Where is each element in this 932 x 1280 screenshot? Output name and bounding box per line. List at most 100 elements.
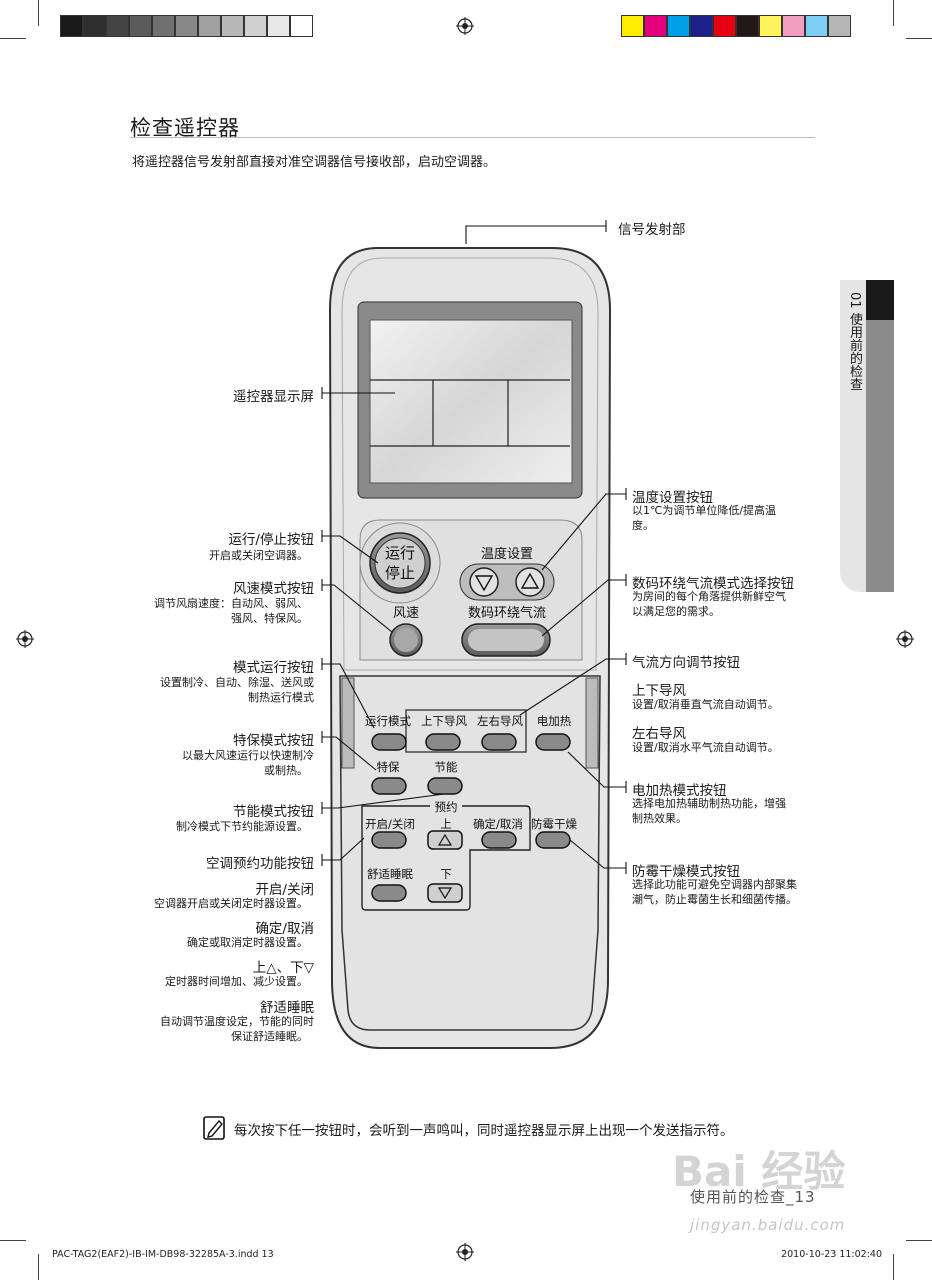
color-swatch <box>736 15 759 37</box>
callout-display: 遥控器显示屏 <box>233 389 314 405</box>
intro-text: 将遥控器信号发射部直接对准空调器信号接收部，启动空调器。 <box>132 155 497 170</box>
mode-label: 运行模式 <box>365 714 411 728</box>
heater-label: 电加热 <box>537 714 572 728</box>
crop-mark <box>893 1254 894 1280</box>
heater-button <box>535 733 571 751</box>
gray-swatch <box>129 15 152 37</box>
fan-speed-label: 风速 <box>393 606 419 621</box>
sleep-button <box>371 884 407 902</box>
leftright-label: 左右导风 <box>477 714 523 728</box>
registration-mark <box>896 630 914 648</box>
gray-swatch <box>198 15 221 37</box>
color-swatch <box>644 15 667 37</box>
turbo-button <box>371 777 407 795</box>
print-timestamp: 2010-10-23 11:02:40 <box>781 1249 882 1260</box>
page-footer: 使用前的检查_13 <box>690 1188 816 1206</box>
color-swatch <box>667 15 690 37</box>
color-swatch <box>713 15 736 37</box>
timer-label: 预约 <box>435 800 458 814</box>
temp-set-label: 温度设置 <box>481 546 533 562</box>
callout-updown-title: 上下导风 <box>632 683 686 699</box>
color-swatch <box>759 15 782 37</box>
temp-down-button <box>469 567 499 597</box>
crop-mark <box>893 0 894 26</box>
callout-updown-desc: 设置/取消垂直气流自动调节。 <box>632 698 779 711</box>
down-label: 下 <box>440 867 452 881</box>
callout-fan-desc1: 调节风扇速度：自动风、弱风、 <box>154 597 308 610</box>
gray-swatch <box>267 15 290 37</box>
callout-digital-title: 数码环绕气流模式选择按钮 <box>632 576 794 592</box>
callout-mode-desc2: 制热运行模式 <box>248 691 314 704</box>
gray-swatch <box>175 15 198 37</box>
temp-up-button <box>515 567 545 597</box>
updown-button <box>425 733 461 751</box>
callout-heater-desc2: 制热效果。 <box>632 812 687 825</box>
remote-control: 运行 停止 温度设置 风速 数码环绕气流 运行模式 上下导风 左右导风 电加热 … <box>328 247 612 1049</box>
callout-fan-title: 风速模式按钮 <box>233 581 314 597</box>
leftright-button <box>481 733 517 751</box>
digital-airflow-label: 数码环绕气流 <box>468 605 546 621</box>
callout-energy-desc: 制冷模式下节约能源设置。 <box>176 820 308 833</box>
display-screen <box>369 319 573 484</box>
registration-mark <box>16 630 34 648</box>
mode-button <box>371 733 407 751</box>
callout-antimold-desc2: 潮气，防止霉菌生长和细菌传播。 <box>632 893 797 906</box>
onoff-label: 开启/关闭 <box>365 817 415 831</box>
up-button <box>427 830 463 850</box>
baidu-watermark-url: jingyan.baidu.com <box>690 1216 846 1234</box>
crop-mark <box>0 1240 26 1241</box>
color-swatch <box>621 15 644 37</box>
callout-onoff-desc: 空调器开启或关闭定时器设置。 <box>154 897 308 910</box>
callout-leftright-desc: 设置/取消水平气流自动调节。 <box>632 741 779 754</box>
callout-turbo-title: 特保模式按钮 <box>233 733 314 749</box>
callout-sleep-title: 舒适睡眠 <box>260 1000 314 1016</box>
down-button <box>427 883 463 903</box>
crop-mark <box>38 0 39 26</box>
callout-digital-desc1: 为房间的每个角落提供新鲜空气 <box>632 590 786 603</box>
callout-turbo-desc1: 以最大风速运行以快速制冷 <box>182 749 314 762</box>
baidu-watermark: Bai 经验 <box>672 1147 846 1196</box>
callout-energy-title: 节能模式按钮 <box>233 804 314 820</box>
callout-digital-desc2: 以满足您的需求。 <box>632 605 720 618</box>
color-swatch <box>782 15 805 37</box>
confirm-label: 确定/取消 <box>473 817 523 831</box>
callout-runstop-desc: 开启或关闭空调器。 <box>209 549 308 562</box>
chapter-tab-label: 01 使用前的检查 <box>847 292 862 391</box>
registration-mark <box>456 1243 474 1261</box>
gray-swatch <box>221 15 244 37</box>
up-label: 上 <box>440 817 452 831</box>
title-rule <box>130 137 815 138</box>
page-title: 检查遥控器 <box>130 116 240 140</box>
callout-heater-title: 电加热模式按钮 <box>632 783 727 799</box>
callout-temp-title: 温度设置按钮 <box>632 490 713 506</box>
callout-leftright-title: 左右导风 <box>632 726 686 742</box>
chapter-tab-bar <box>866 320 894 592</box>
antimold-label: 防霉干燥 <box>531 817 577 831</box>
callout-arrows-title: 上△、下▽ <box>252 960 314 976</box>
crop-mark <box>0 38 26 39</box>
crop-mark <box>38 1254 39 1280</box>
energy-button <box>427 777 463 795</box>
color-swatch <box>828 15 851 37</box>
gray-swatch <box>60 15 83 37</box>
registration-mark <box>456 17 474 35</box>
crop-mark <box>906 1240 932 1241</box>
callout-emitter: 信号发射部 <box>618 222 686 238</box>
callout-mode-title: 模式运行按钮 <box>233 660 314 676</box>
callout-onoff-title: 开启/关闭 <box>255 882 314 898</box>
callout-airflow-title: 气流方向调节按钮 <box>632 655 740 671</box>
callout-timer-title: 空调预约功能按钮 <box>206 856 314 872</box>
run-label: 运行 <box>385 544 415 562</box>
callout-antimold-desc1: 选择此功能可避免空调器内部聚集 <box>632 878 797 891</box>
note-icon <box>203 1116 225 1140</box>
energy-label: 节能 <box>435 760 458 774</box>
callout-temp-desc2: 度。 <box>632 519 654 532</box>
callout-antimold-title: 防霉干燥模式按钮 <box>632 864 740 880</box>
print-filename: PAC-TAG2(EAF2)-IB-IM-DB98-32285A-3.indd … <box>52 1249 274 1260</box>
note-text: 每次按下任一按钮时，会听到一声鸣叫，同时遥控器显示屏上出现一个发送指示符。 <box>234 1123 734 1139</box>
color-swatch <box>690 15 713 37</box>
callout-fan-desc2: 强风、特保风。 <box>231 612 308 625</box>
callout-sleep-desc1: 自动调节温度设定，节能的同时 <box>160 1015 314 1028</box>
chapter-tab-marker <box>866 280 894 320</box>
